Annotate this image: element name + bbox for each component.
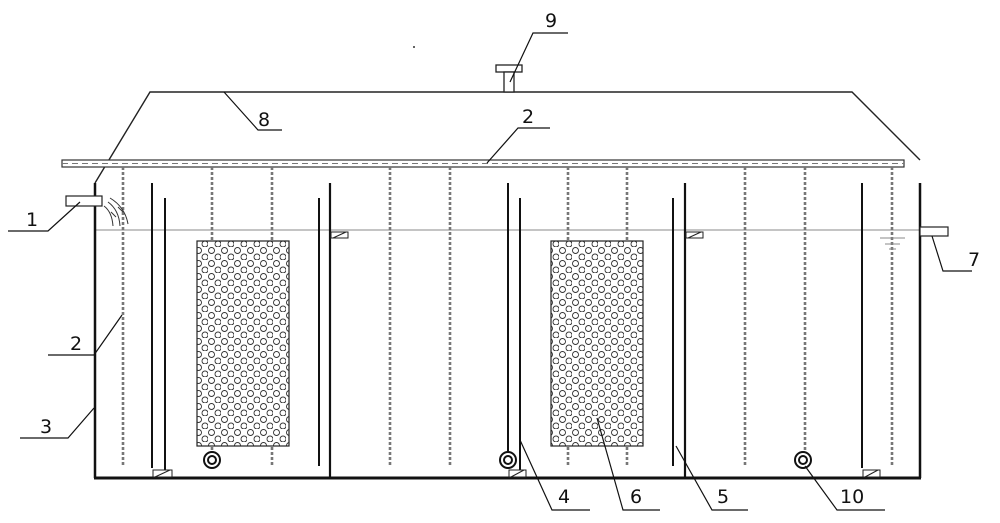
inlet-pipe	[65, 195, 129, 227]
label-10: 10	[840, 486, 864, 508]
roof-cover	[94, 91, 921, 184]
baffles-from-top	[151, 183, 863, 468]
label-2-top-pipe: 2	[522, 106, 534, 128]
label-7: 7	[968, 249, 980, 271]
speck	[413, 46, 415, 48]
label-8: 8	[258, 109, 270, 131]
outlet-pipe	[880, 226, 949, 250]
media-pack-right	[550, 240, 644, 447]
label-3: 3	[40, 416, 52, 438]
overflow-weirs	[152, 231, 881, 478]
partition-walls	[328, 183, 687, 478]
label-6: 6	[630, 486, 642, 508]
label-2-aeration-pipe: 2	[70, 333, 82, 355]
leader-lines	[8, 32, 972, 511]
label-5: 5	[717, 486, 729, 508]
label-4: 4	[558, 486, 570, 508]
vent-pipe	[495, 64, 523, 93]
aerators	[203, 451, 812, 469]
top-distribution-pipe	[61, 159, 905, 168]
media-pack-left	[196, 240, 290, 447]
label-1: 1	[26, 209, 38, 231]
label-9: 9	[545, 10, 557, 32]
baffles-from-bottom	[164, 198, 674, 478]
